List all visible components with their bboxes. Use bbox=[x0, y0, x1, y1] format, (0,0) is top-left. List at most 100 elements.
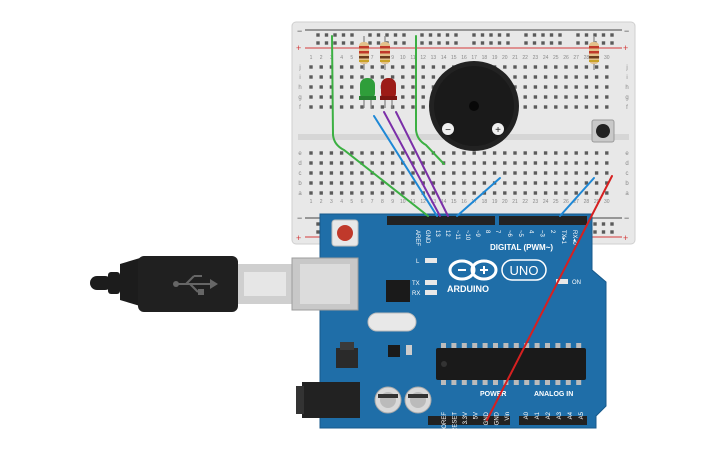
digital-pin-label: GND bbox=[424, 230, 430, 244]
rail-hole bbox=[402, 41, 406, 45]
digital-header bbox=[387, 216, 587, 225]
hole bbox=[482, 161, 487, 165]
hole bbox=[380, 181, 385, 185]
model-label: UNO bbox=[510, 263, 539, 278]
row-letter: j bbox=[625, 65, 627, 71]
hole bbox=[564, 65, 568, 69]
chip-pin bbox=[565, 343, 571, 348]
hole bbox=[533, 75, 538, 79]
resistor-2[interactable] bbox=[380, 36, 390, 70]
usb-cable[interactable] bbox=[90, 256, 292, 312]
wire-purple-2[interactable] bbox=[395, 111, 449, 217]
hole bbox=[329, 85, 334, 89]
column-number: 2 bbox=[320, 55, 323, 61]
chip-pin bbox=[545, 343, 550, 348]
hole bbox=[543, 75, 548, 79]
wire-green-led[interactable] bbox=[331, 35, 429, 217]
hole bbox=[533, 181, 538, 185]
wire-blue-button[interactable] bbox=[559, 177, 595, 217]
digital-pin-label: 13 bbox=[434, 230, 440, 237]
power-header-label: POWER bbox=[480, 391, 506, 398]
hole bbox=[574, 105, 578, 109]
hole bbox=[523, 75, 527, 79]
hole bbox=[543, 65, 548, 69]
hole bbox=[319, 105, 323, 109]
hole bbox=[564, 75, 568, 79]
rail-hole bbox=[610, 230, 614, 234]
digital-header-label: DIGITAL (PWM~) bbox=[490, 243, 553, 252]
wire-purple-1[interactable] bbox=[383, 111, 441, 217]
hole bbox=[605, 105, 609, 109]
rail-hole bbox=[333, 41, 337, 45]
hole bbox=[329, 95, 334, 99]
hole bbox=[309, 151, 313, 155]
chip-pin bbox=[576, 380, 582, 385]
hole bbox=[574, 75, 578, 79]
resistor-1[interactable] bbox=[359, 36, 369, 70]
hole bbox=[421, 95, 425, 99]
hole bbox=[401, 151, 405, 155]
hole bbox=[584, 95, 589, 99]
resistor-3[interactable] bbox=[589, 36, 599, 70]
rail-hole bbox=[601, 33, 606, 37]
row-letter: f bbox=[299, 105, 301, 111]
rail-hole bbox=[316, 41, 320, 45]
piezo-buzzer[interactable]: − + bbox=[429, 61, 519, 151]
push-button[interactable] bbox=[591, 119, 615, 143]
hole bbox=[594, 161, 599, 165]
chip-pin bbox=[482, 380, 488, 385]
rail-minus-right-bottom: − bbox=[624, 213, 629, 223]
analog-pin-label: A0 bbox=[524, 411, 530, 419]
led-red[interactable] bbox=[380, 78, 397, 108]
hole bbox=[431, 75, 436, 79]
hole bbox=[554, 75, 558, 79]
hole bbox=[482, 181, 487, 185]
power-jack[interactable] bbox=[296, 382, 360, 418]
rail-hole bbox=[610, 33, 614, 37]
rail-hole bbox=[601, 230, 606, 234]
wire-blue-led[interactable] bbox=[373, 115, 438, 217]
wire-blue-buzzer[interactable] bbox=[456, 177, 501, 217]
column-number: 9 bbox=[391, 199, 394, 205]
hole bbox=[492, 191, 497, 195]
hole bbox=[431, 65, 436, 69]
hole bbox=[482, 151, 487, 155]
column-number: 22 bbox=[522, 199, 528, 205]
rail-hole bbox=[610, 222, 614, 226]
hole bbox=[554, 105, 558, 109]
hole bbox=[350, 85, 354, 89]
hole bbox=[339, 191, 344, 195]
rail-hole bbox=[601, 222, 606, 226]
rail-hole bbox=[454, 41, 458, 45]
hole bbox=[574, 151, 578, 155]
wire-red-5v[interactable] bbox=[486, 175, 613, 421]
hole bbox=[350, 171, 354, 175]
rail-hole bbox=[393, 41, 398, 45]
column-number: 28 bbox=[584, 55, 590, 61]
wire-green-buzzer[interactable] bbox=[415, 35, 445, 165]
small-component bbox=[406, 345, 412, 355]
hole bbox=[554, 65, 558, 69]
power-pin-label: 3.3V bbox=[463, 412, 469, 424]
hole bbox=[319, 65, 323, 69]
column-number: 12 bbox=[420, 55, 426, 61]
column-number: 30 bbox=[604, 199, 610, 205]
column-number: 16 bbox=[461, 199, 467, 205]
reset-button[interactable] bbox=[331, 219, 359, 247]
row-letter: c bbox=[299, 171, 302, 177]
rail-hole bbox=[420, 33, 424, 37]
hole bbox=[543, 151, 548, 155]
rail-hole bbox=[350, 41, 354, 45]
hole bbox=[350, 105, 354, 109]
hole bbox=[339, 181, 344, 185]
led-green[interactable] bbox=[359, 78, 376, 108]
hole bbox=[533, 171, 538, 175]
hole bbox=[390, 75, 395, 79]
hole bbox=[350, 95, 354, 99]
rail-hole bbox=[376, 33, 381, 37]
atmega-chip bbox=[436, 343, 586, 385]
hole bbox=[452, 191, 456, 195]
hole bbox=[441, 191, 446, 195]
